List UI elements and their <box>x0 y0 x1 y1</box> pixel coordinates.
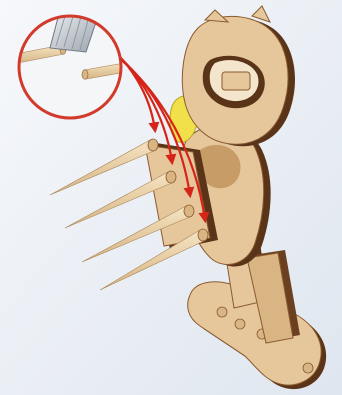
illustration-canvas <box>0 0 342 395</box>
assembly-illustration <box>0 0 342 395</box>
